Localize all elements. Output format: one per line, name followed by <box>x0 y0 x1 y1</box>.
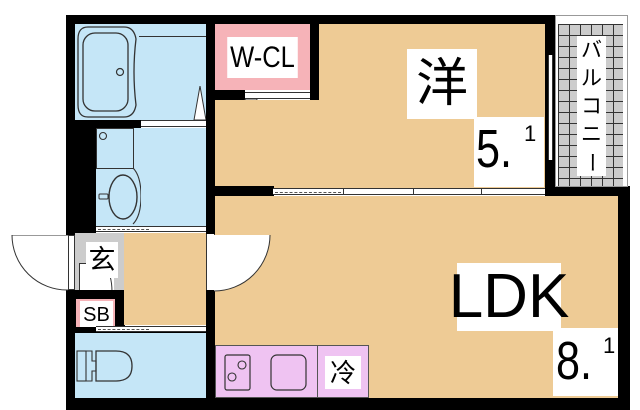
western-room-sliding-door-1[interactable] <box>273 188 343 195</box>
closet-wall-bottom <box>215 90 245 100</box>
ldk-door-swing-icon[interactable] <box>214 235 274 293</box>
western-ldk-wall <box>206 186 274 196</box>
ldk-size-decimal: 1 <box>603 333 616 358</box>
bathtub-icon <box>77 26 137 118</box>
bathroom <box>75 24 206 120</box>
bathroom-door[interactable] <box>141 120 206 127</box>
closet-door[interactable] <box>245 92 310 99</box>
western-room-size: 5. 1 <box>474 117 544 187</box>
washroom-sliding-door[interactable] <box>96 226 151 232</box>
toilet-icon <box>76 350 133 382</box>
washing-machine-space <box>96 128 134 169</box>
outer-wall-bottom <box>66 398 628 410</box>
balcony-label-char: コ <box>581 93 602 118</box>
entrance-label: 玄 <box>86 242 118 278</box>
bathroom-partition-line <box>139 36 206 37</box>
western-room-label: 洋 <box>407 49 477 119</box>
closet-wall-right <box>310 24 319 100</box>
ldk-label: LDK <box>448 262 570 331</box>
washbasin-icon <box>98 168 141 225</box>
toilet-sliding-door[interactable] <box>96 326 151 332</box>
ldk-size-main: 8. <box>556 331 593 391</box>
outer-wall-left-lower <box>66 292 76 408</box>
hallway <box>124 233 206 325</box>
western-room-sliding-door-4[interactable] <box>481 188 547 195</box>
balcony-label-char: ニ <box>581 121 602 146</box>
washing-machine-icon <box>98 131 108 141</box>
ldk-size: 8. 1 <box>553 328 618 396</box>
outer-wall-right <box>618 190 630 410</box>
balcony-label-char: ル <box>581 65 602 90</box>
balcony-window[interactable] <box>548 55 553 160</box>
balcony-label-char: ー <box>580 151 604 173</box>
toilet-door-track <box>151 326 206 332</box>
balcony-bottom-wall <box>545 186 630 196</box>
western-room-size-box <box>474 117 544 187</box>
western-room-size-main: 5. <box>476 119 513 179</box>
walk-in-closet-label: W-CL <box>227 37 298 78</box>
washroom <box>96 128 206 228</box>
western-room-sliding-door-3[interactable] <box>413 188 481 195</box>
outer-wall-top <box>66 15 558 25</box>
refrigerator-label: 冷 <box>325 356 361 389</box>
washroom-door-track <box>151 226 206 232</box>
hallway-right-wall-lower <box>206 290 215 410</box>
stove-icon <box>224 354 251 391</box>
door-swing-marker-icon <box>193 86 207 120</box>
western-room-sliding-door-2[interactable] <box>343 188 413 195</box>
shoe-box-label: SB <box>80 301 113 328</box>
sink-icon <box>270 354 307 391</box>
toilet-room <box>75 333 206 398</box>
entrance-door-swing-icon[interactable] <box>10 235 70 293</box>
ldk-size-box <box>553 328 618 396</box>
entrance-door-frame <box>68 235 75 290</box>
balcony-label-char: バ <box>581 37 602 62</box>
western-room-size-decimal: 1 <box>524 121 537 146</box>
balcony-label-box: バ ル コ ニ ー <box>577 36 606 176</box>
bath-wall-lower <box>75 120 141 128</box>
hallway-right-wall <box>206 15 215 234</box>
